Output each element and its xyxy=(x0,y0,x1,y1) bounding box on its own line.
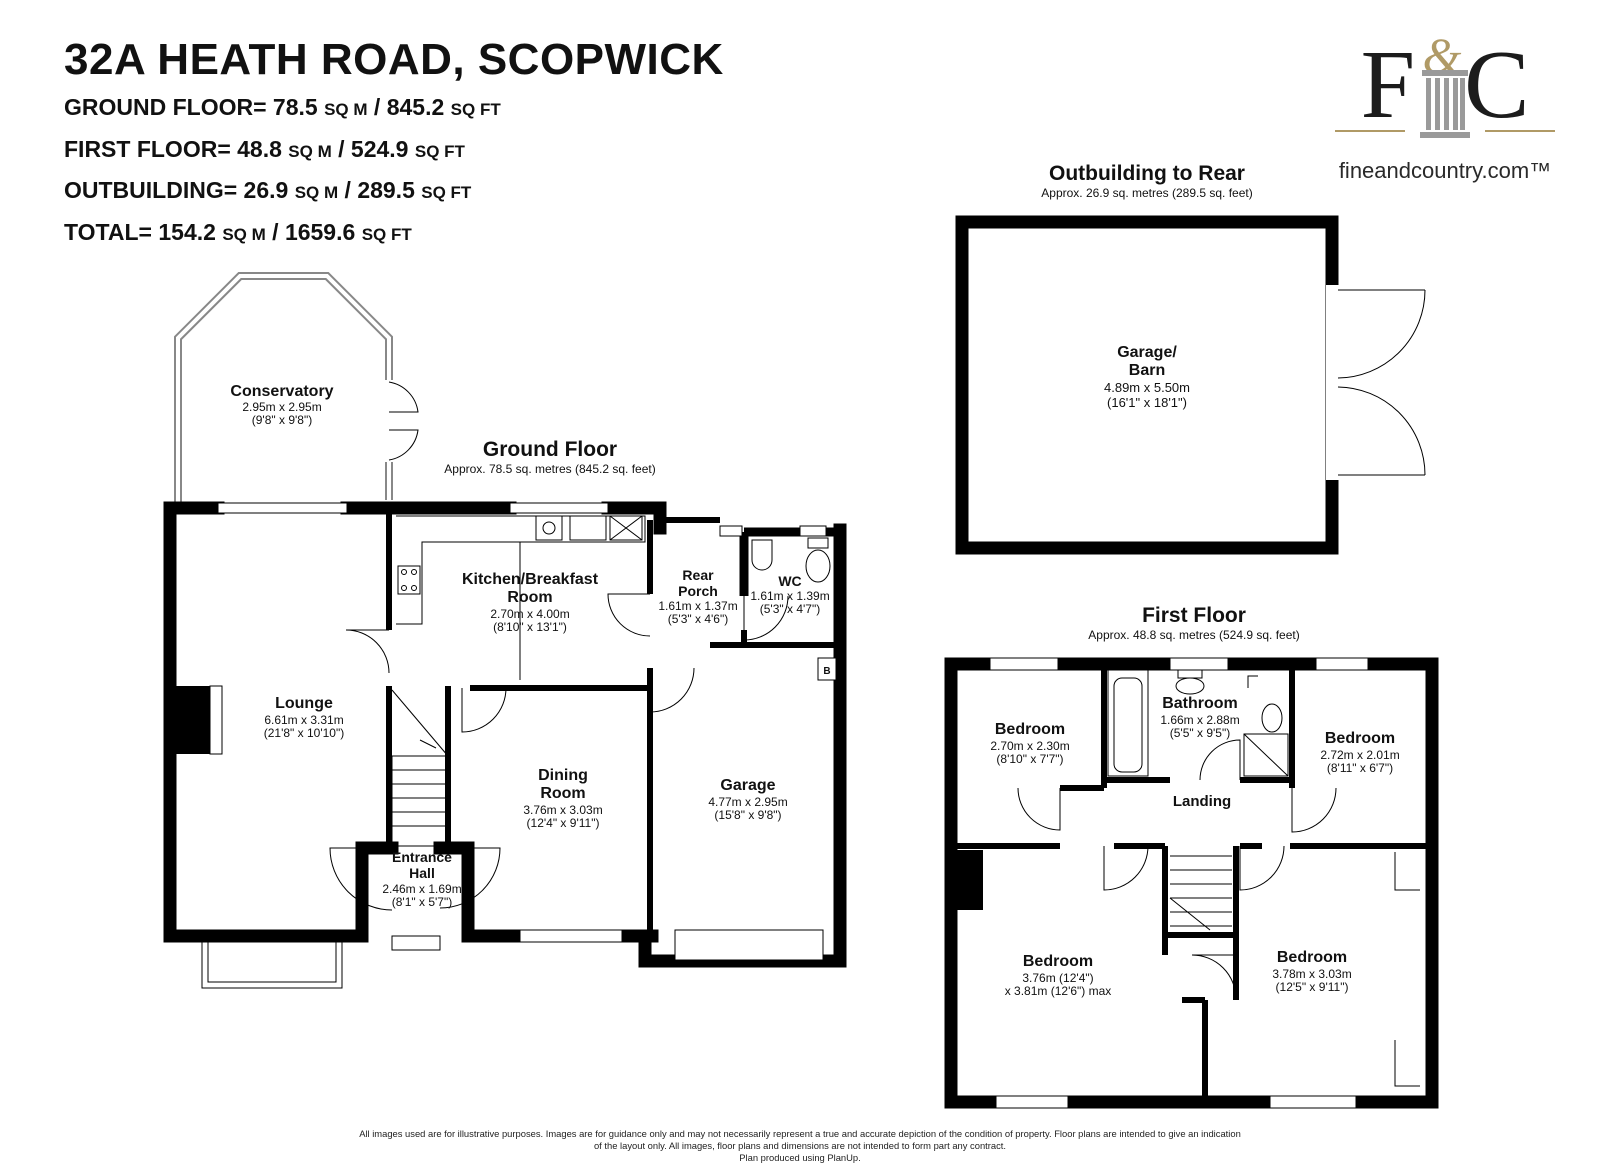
conservatory-name: Conservatory xyxy=(230,383,333,400)
kitchen-name-2: Room xyxy=(507,589,552,606)
first-floor-title: First Floor xyxy=(1142,604,1246,627)
disclaimer: All images used are for illustrative pur… xyxy=(300,1128,1300,1164)
bedroom-d-name: Bedroom xyxy=(1277,949,1347,966)
bedroom-b-dim: 2.72m x 2.01m xyxy=(1320,748,1399,762)
area-outbuilding: OUTBUILDING= 26.9 SQ M / 289.5 SQ FT xyxy=(64,177,472,203)
disclaimer-line-1: All images used are for illustrative pur… xyxy=(359,1128,1241,1139)
rear-porch-name-1: Rear xyxy=(682,567,714,583)
entrance-hall-name-1: Entrance xyxy=(392,849,452,865)
bedroom-b-imp: (8'11" x 6'7") xyxy=(1327,761,1393,775)
bedroom-c-name: Bedroom xyxy=(1023,953,1093,970)
wc-name: WC xyxy=(778,573,801,589)
lounge-name: Lounge xyxy=(275,695,333,712)
logo-url: fineandcountry.com™ xyxy=(1338,158,1552,183)
dining-name-2: Room xyxy=(540,785,585,802)
disclaimer-line-2: of the layout only. All images, floor pl… xyxy=(593,1140,1007,1151)
area-total: TOTAL= 154.2 SQ M / 1659.6 SQ FT xyxy=(64,219,412,245)
garage-dim: 4.77m x 2.95m xyxy=(708,795,787,809)
first-floor-approx: Approx. 48.8 sq. metres (524.9 sq. feet) xyxy=(1088,628,1299,642)
entrance-hall-name-2: Hall xyxy=(409,865,435,881)
outbuilding-title: Outbuilding to Rear xyxy=(1049,162,1245,185)
entrance-hall-imp: (8'1" x 5'7") xyxy=(392,895,452,909)
logo-rule-left xyxy=(1335,130,1405,132)
ground-floor-title: Ground Floor xyxy=(483,438,617,461)
bedroom-a-name: Bedroom xyxy=(995,721,1065,738)
bedroom-c-dim: 3.76m (12'4") xyxy=(1022,971,1093,985)
garage-imp: (15'8" x 9'8") xyxy=(714,808,781,822)
kitchen-dim: 2.70m x 4.00m xyxy=(490,607,569,621)
bathroom-name: Bathroom xyxy=(1162,695,1238,712)
garage-barn-imp: (16'1" x 18'1") xyxy=(1107,395,1187,410)
landing-name: Landing xyxy=(1173,793,1231,810)
garage-barn-dim: 4.89m x 5.50m xyxy=(1104,380,1190,395)
kitchen-name-1: Kitchen/Breakfast xyxy=(462,571,599,588)
lounge-dim: 6.61m x 3.31m xyxy=(264,713,343,727)
rear-porch-name-2: Porch xyxy=(678,583,718,599)
ground-floor-plan: Ground Floor Approx. 78.5 sq. metres (84… xyxy=(163,272,847,989)
bathroom-dim: 1.66m x 2.88m xyxy=(1160,713,1239,727)
bathroom-imp: (5'5" x 9'5") xyxy=(1170,726,1230,740)
bedroom-a-dim: 2.70m x 2.30m xyxy=(990,739,1069,753)
kitchen-imp: (8'10" x 13'1") xyxy=(493,620,567,634)
bedroom-d-dim: 3.78m x 3.03m xyxy=(1272,967,1351,981)
garage-barn-name-2: Barn xyxy=(1129,362,1165,379)
dining-name-1: Dining xyxy=(538,767,588,784)
bedroom-b-name: Bedroom xyxy=(1325,730,1395,747)
lounge-imp: (21'8" x 10'10") xyxy=(264,726,344,740)
rear-porch-dim: 1.61m x 1.37m xyxy=(658,599,737,613)
bedroom-a-imp: (8'10" x 7'7") xyxy=(996,752,1063,766)
page-title: 32A HEATH ROAD, SCOPWICK xyxy=(64,35,724,84)
pillar-icon xyxy=(1420,70,1470,138)
dining-dim: 3.76m x 3.03m xyxy=(523,803,602,817)
area-first-floor: FIRST FLOOR= 48.8 SQ M / 524.9 SQ FT xyxy=(64,136,465,162)
entrance-hall-dim: 2.46m x 1.69m xyxy=(382,882,461,896)
outbuilding-approx: Approx. 26.9 sq. metres (289.5 sq. feet) xyxy=(1041,186,1252,200)
conservatory-imp: (9'8" x 9'8") xyxy=(252,413,312,427)
outbuilding-plan: Outbuilding to Rear Approx. 26.9 sq. met… xyxy=(955,162,1426,555)
conservatory-dim: 2.95m x 2.95m xyxy=(242,400,321,414)
fine-and-country-logo: F C & fineandcountry.com™ xyxy=(1335,30,1555,190)
garage-name: Garage xyxy=(720,777,775,794)
first-floor-plan: First Floor Approx. 48.8 sq. metres (524… xyxy=(944,604,1439,1109)
bedroom-d-imp: (12'5" x 9'11") xyxy=(1276,980,1349,994)
ground-floor-approx: Approx. 78.5 sq. metres (845.2 sq. feet) xyxy=(444,462,655,476)
dining-imp: (12'4" x 9'11") xyxy=(527,816,600,830)
area-ground-floor: GROUND FLOOR= 78.5 SQ M / 845.2 SQ FT xyxy=(64,94,501,120)
wc-imp: (5'3" x 4'7") xyxy=(760,602,820,616)
disclaimer-line-3: Plan produced using PlanUp. xyxy=(739,1152,861,1163)
logo-letters: F C xyxy=(1360,31,1530,139)
bedroom-c-imp: x 3.81m (12'6") max xyxy=(1005,984,1112,998)
wc-dim: 1.61m x 1.39m xyxy=(750,589,829,603)
boiler-label: B xyxy=(823,666,830,677)
rear-porch-imp: (5'3" x 4'6") xyxy=(668,612,728,626)
garage-barn-name-1: Garage/ xyxy=(1117,344,1177,361)
logo-rule-right xyxy=(1485,130,1555,132)
